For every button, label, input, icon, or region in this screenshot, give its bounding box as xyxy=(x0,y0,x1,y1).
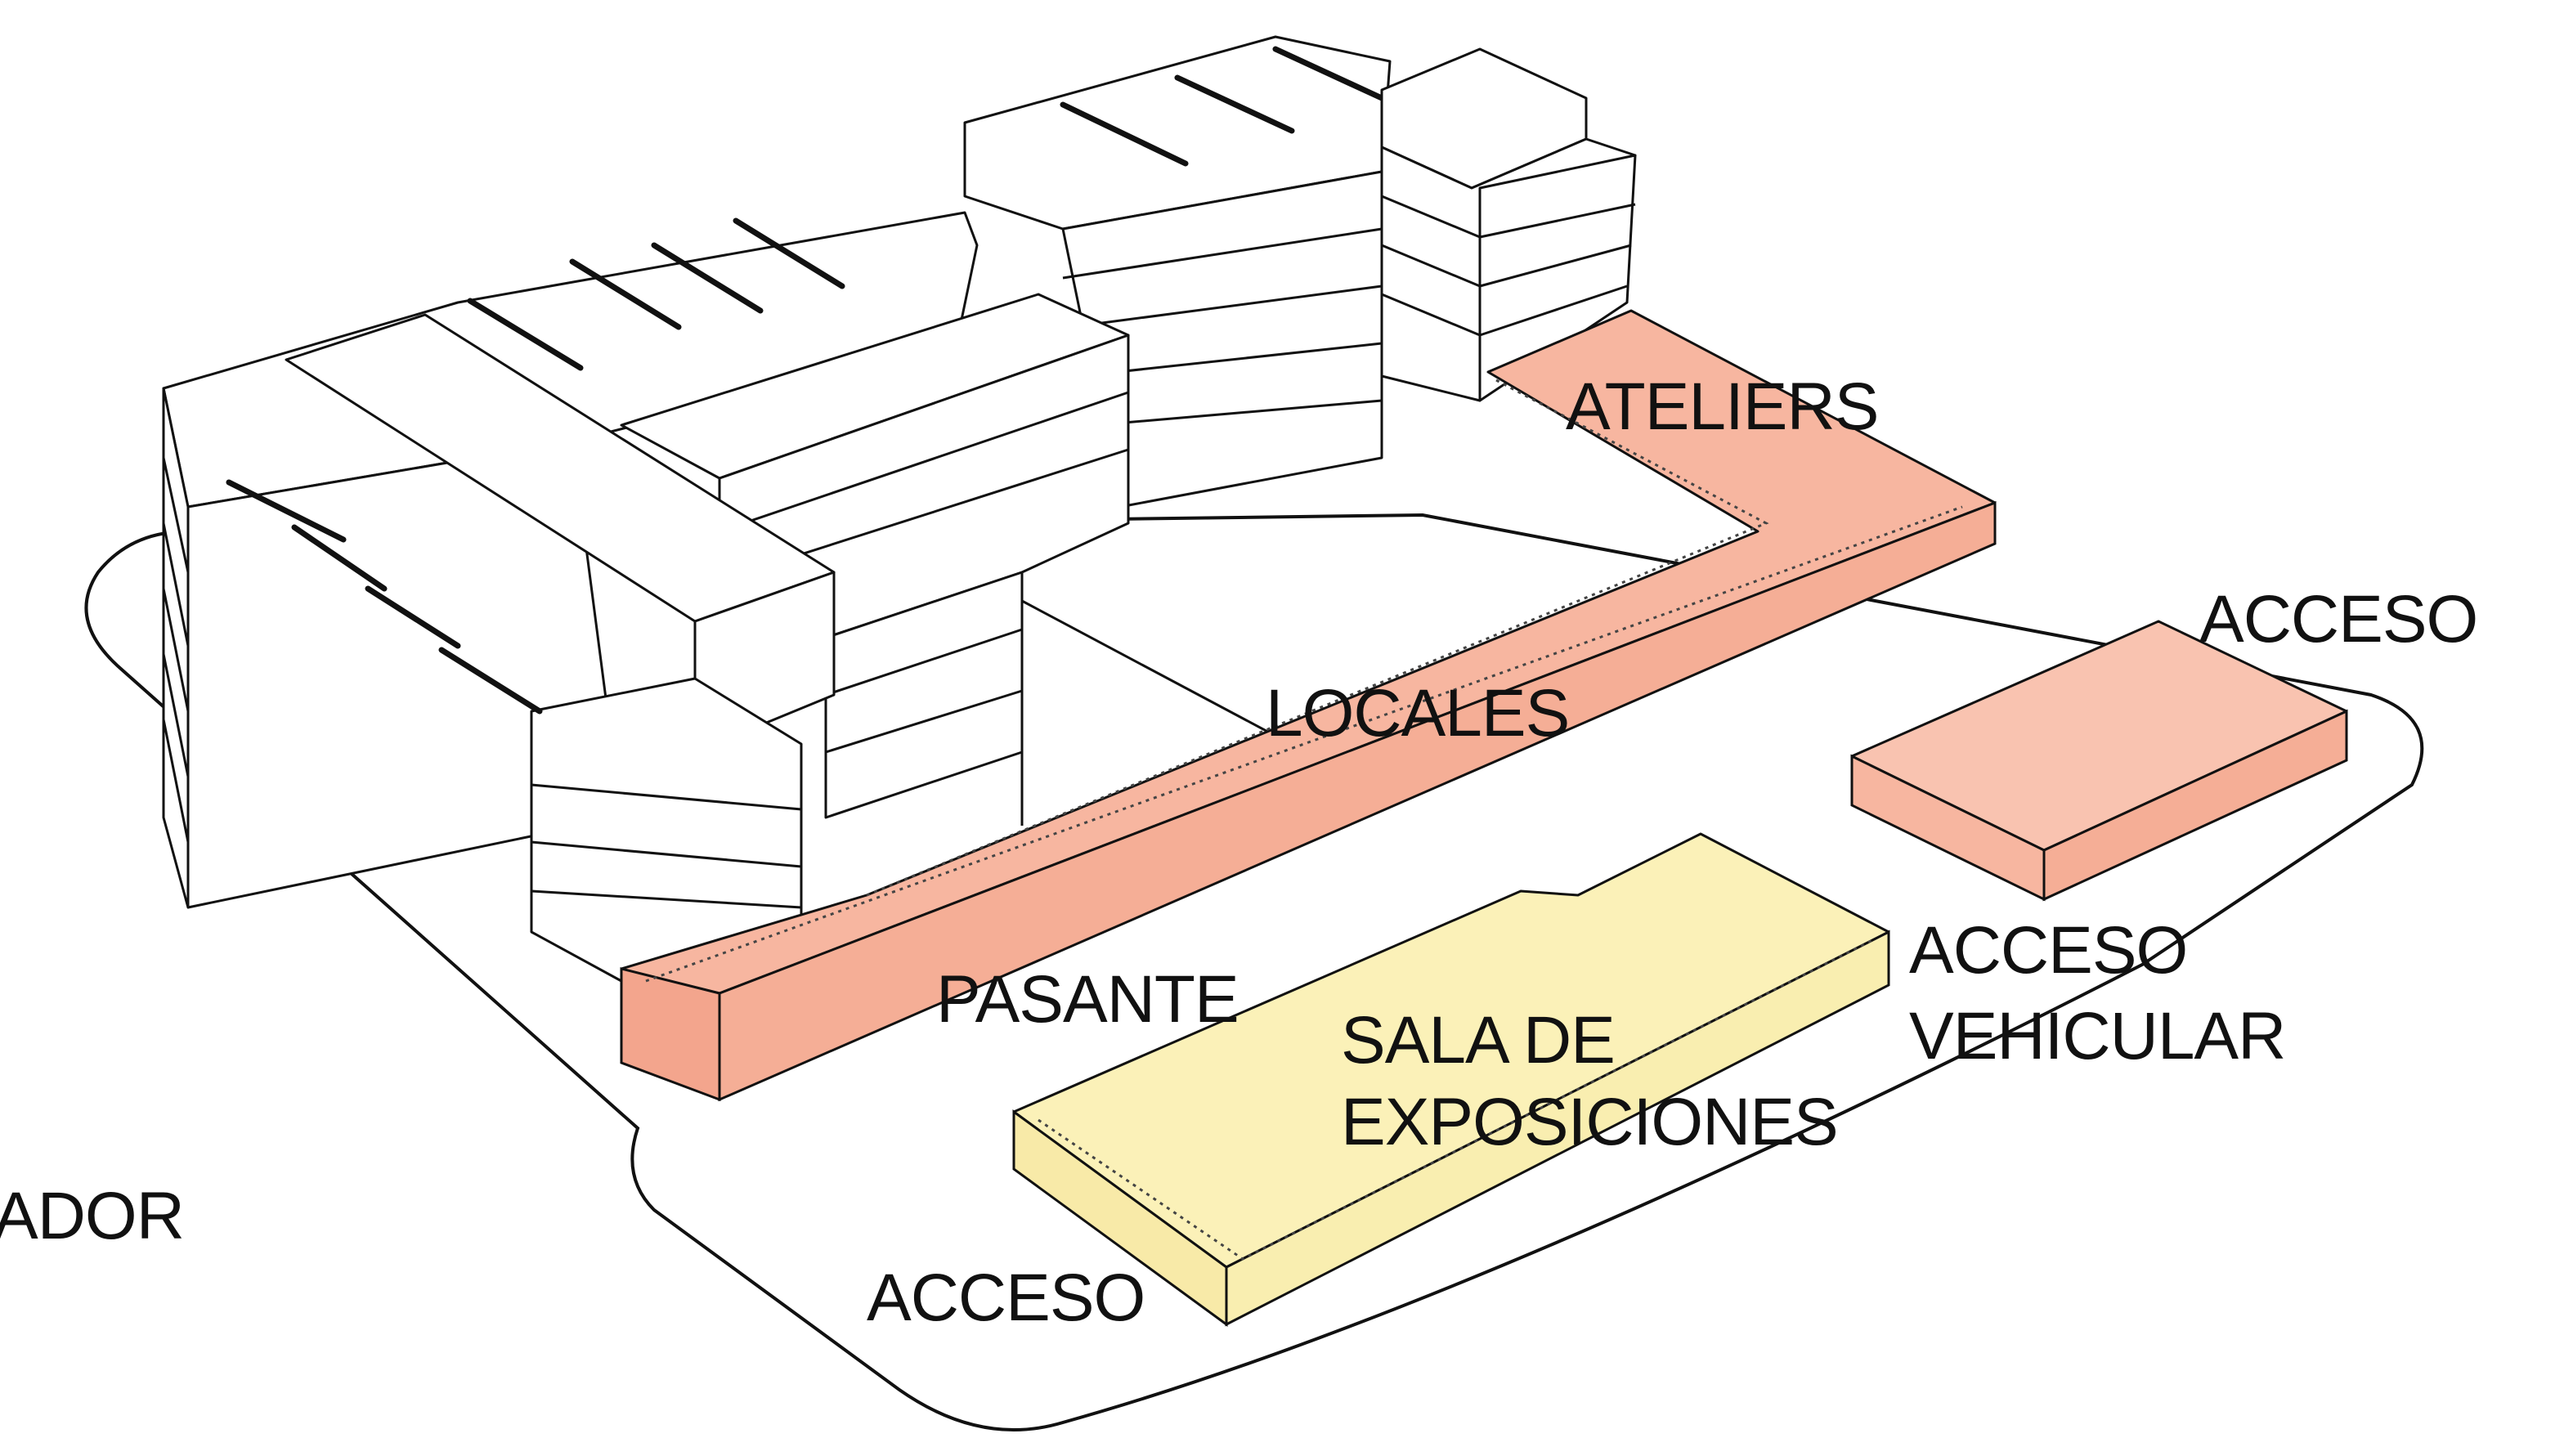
back-right-bar xyxy=(963,35,1392,508)
sala-side xyxy=(1225,930,1890,1327)
label-acceso-vehicular-1: ACCESO xyxy=(1909,913,2187,988)
label-sala-2: EXPOSICIONES xyxy=(1341,1085,1838,1159)
labels: ATELIERS LOCALES PASANTE ACCESO ACCESO V… xyxy=(0,370,2478,1335)
label-pasante: PASANTE xyxy=(936,962,1239,1037)
ateliers-locales-side xyxy=(718,500,1997,1102)
label-acceso-bottom: ACCESO xyxy=(867,1261,1145,1335)
label-acceso-top-right: ACCESO xyxy=(2199,582,2477,656)
tower xyxy=(1380,47,1637,402)
mid-block xyxy=(620,293,1130,819)
acceso-vehicular-block xyxy=(1850,620,2348,902)
sala-exposiciones-block xyxy=(1012,832,1890,1327)
label-acceso-vehicular-2: VEHICULAR xyxy=(1909,999,2285,1073)
label-locales: LOCALES xyxy=(1266,676,1569,750)
front-left-block xyxy=(226,313,836,983)
ateliers-locales-bar xyxy=(620,309,1997,1102)
acceso-block-side xyxy=(2042,709,2348,902)
label-sala-1: SALA DE xyxy=(1341,1003,1615,1077)
residential-blocks xyxy=(162,35,1637,983)
label-ateliers: ATELIERS xyxy=(1566,370,1878,444)
label-cropped-left: ADOR xyxy=(0,1179,184,1253)
